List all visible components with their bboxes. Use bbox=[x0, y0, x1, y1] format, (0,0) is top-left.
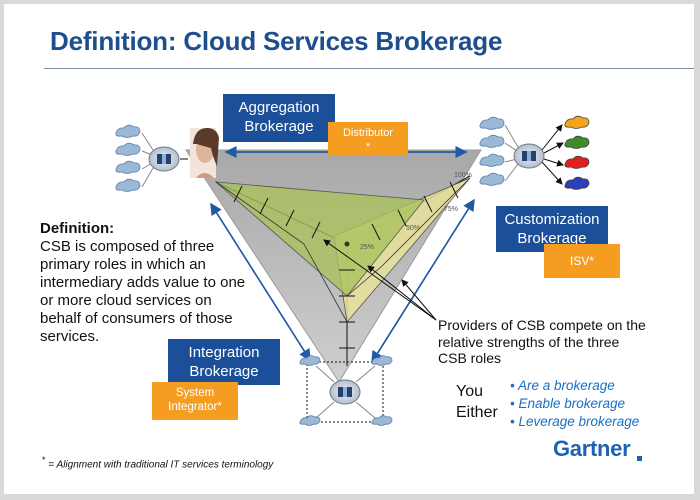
cloud-icon bbox=[564, 155, 590, 169]
definition-body: CSB is composed of three primary roles i… bbox=[40, 238, 246, 345]
integration-label-line1: Integration bbox=[188, 344, 260, 361]
definition-heading: Definition: bbox=[40, 220, 115, 237]
integration-brokerage-box: Integration Brokerage bbox=[168, 339, 280, 385]
isv-box: ISV* bbox=[544, 244, 620, 278]
customization-label-line2: Brokerage bbox=[517, 230, 587, 247]
isv-label: ISV* bbox=[569, 254, 594, 268]
arrow-icon bbox=[323, 239, 437, 321]
arrow-icon bbox=[367, 265, 437, 321]
integration-label-line2: Brokerage bbox=[189, 363, 259, 380]
you-label: You bbox=[456, 383, 483, 400]
customization-brokerage-box: Customization Brokerage bbox=[496, 206, 608, 252]
scale-label-100: 100% bbox=[454, 172, 472, 179]
system-integrator-line2: Integrator* bbox=[168, 401, 222, 413]
slide: 25% 50% 75% 100% bbox=[4, 4, 694, 494]
option-item: • Enable brokerage bbox=[510, 396, 626, 411]
providers-note: Providers of CSB compete on the relative… bbox=[438, 317, 646, 366]
you-either-label: You Either bbox=[456, 381, 498, 423]
cloud-icon bbox=[299, 415, 321, 426]
cloud-icon bbox=[564, 135, 590, 149]
footnote-text: = Alignment with traditional IT services… bbox=[45, 459, 274, 471]
radar-shape-green bbox=[214, 181, 425, 297]
system-integrator-box: System Integrator* bbox=[152, 382, 238, 420]
options-list: • Are a brokerage • Enable brokerage • L… bbox=[510, 377, 639, 431]
distributor-label: Distributor bbox=[342, 127, 394, 139]
scale-label-75: 75% bbox=[444, 206, 458, 213]
brokerage-diagram: 25% 50% 75% 100% bbox=[115, 115, 590, 426]
option-item: • Leverage brokerage bbox=[510, 414, 640, 429]
cloud-icon bbox=[564, 115, 590, 129]
system-integrator-line1: System bbox=[175, 387, 215, 399]
cloud-icon bbox=[479, 116, 505, 130]
customization-label-line1: Customization bbox=[504, 211, 600, 228]
cloud-icon bbox=[371, 415, 393, 426]
cloud-icon bbox=[371, 355, 393, 366]
arrow-icon bbox=[210, 202, 311, 361]
cloud-icon bbox=[479, 153, 505, 167]
radar-center bbox=[344, 241, 350, 247]
aggregation-label-line1: Aggregation bbox=[238, 99, 320, 116]
integration-cluster bbox=[299, 355, 393, 426]
aggregation-cluster bbox=[115, 124, 219, 192]
customization-cluster bbox=[479, 115, 590, 190]
scale-label-25: 25% bbox=[360, 244, 374, 251]
brand-logo: Gartner bbox=[553, 436, 631, 461]
radar-ticks bbox=[233, 181, 459, 349]
cloud-icon bbox=[299, 355, 321, 366]
radar-web-line bbox=[215, 181, 348, 323]
aggregation-brokerage-box: Aggregation Brokerage bbox=[223, 94, 335, 142]
arrow-icon bbox=[371, 198, 475, 363]
definition-block: Definition: CSB is composed of three pri… bbox=[40, 220, 250, 346]
brand-dot bbox=[637, 456, 642, 461]
option-item: • Are a brokerage bbox=[510, 378, 615, 393]
person-photo bbox=[190, 128, 219, 178]
distributor-box: Distributor * bbox=[328, 122, 408, 156]
cloud-icon bbox=[115, 160, 141, 174]
cloud-icon bbox=[564, 176, 590, 190]
footnote-marker: * bbox=[42, 455, 46, 465]
cloud-icon bbox=[479, 172, 505, 186]
either-label: Either bbox=[456, 404, 498, 421]
cloud-icon bbox=[115, 178, 141, 192]
page-title: Definition: Cloud Services Brokerage bbox=[50, 26, 503, 56]
cloud-icon bbox=[115, 124, 141, 138]
cloud-icon bbox=[115, 142, 141, 156]
title-divider bbox=[44, 68, 694, 69]
scale-label-50: 50% bbox=[406, 225, 420, 232]
cloud-icon bbox=[479, 134, 505, 148]
aggregation-label-line2: Brokerage bbox=[244, 118, 314, 135]
radar-web-line bbox=[346, 177, 471, 297]
footnote: * = Alignment with traditional IT servic… bbox=[42, 455, 273, 470]
distributor-marker: * bbox=[365, 141, 371, 153]
arrow-icon bbox=[401, 279, 437, 321]
